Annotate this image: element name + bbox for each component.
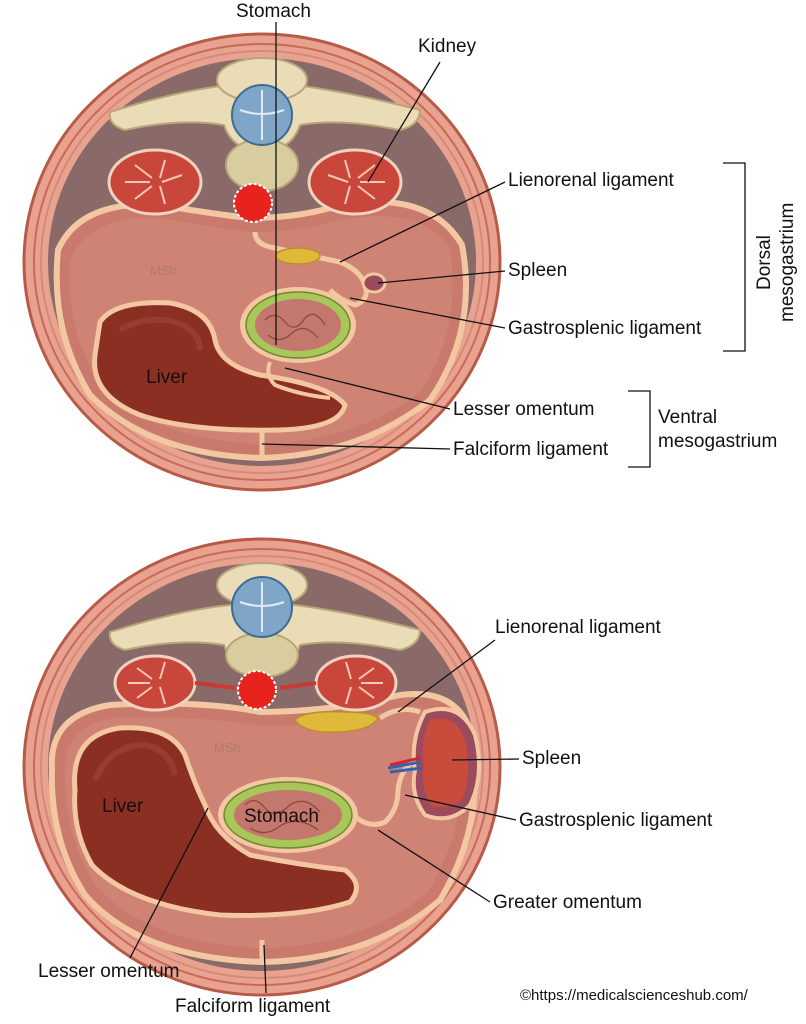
top-liver bbox=[92, 300, 348, 433]
bottom-kidney-right bbox=[314, 654, 398, 712]
bottom-spleen-label: Spleen bbox=[522, 748, 581, 769]
top-vertebra bbox=[108, 57, 422, 192]
top-kidney-label: Kidney bbox=[418, 36, 477, 57]
bottom-stomach-label: Stomach bbox=[244, 806, 319, 827]
top-kidney-left bbox=[107, 148, 203, 216]
credit-text: ©https://medicalscienceshub.com/ bbox=[520, 987, 749, 1004]
top-pancreas bbox=[275, 247, 321, 265]
bottom-pancreas bbox=[294, 710, 379, 733]
bottom-stomach bbox=[218, 777, 358, 853]
ventral-bracket bbox=[628, 390, 651, 468]
top-gastrosplenic-label: Gastrosplenic ligament bbox=[508, 318, 702, 339]
top-lienorenal-label: Lienorenal ligament bbox=[508, 170, 675, 191]
top-spleen bbox=[361, 272, 387, 294]
bottom-spleen bbox=[387, 706, 481, 821]
top-spleen-label: Spleen bbox=[508, 260, 567, 281]
bottom-lesser-omentum-label: Lesser omentum bbox=[38, 961, 180, 982]
top-lesser-omentum-label: Lesser omentum bbox=[453, 399, 595, 420]
bottom-aorta bbox=[237, 670, 277, 710]
top-stomach-label: Stomach bbox=[236, 1, 311, 22]
bottom-vertebra bbox=[108, 562, 422, 678]
bottom-gastrosplenic-label: Gastrosplenic ligament bbox=[519, 810, 713, 831]
bottom-cross-section: MSh Liver Stomach bbox=[22, 537, 502, 997]
top-annotations: Stomach Kidney Lienorenal ligament Splee… bbox=[236, 1, 798, 468]
bottom-msh-label: MSh bbox=[214, 740, 241, 755]
top-liver-label: Liver bbox=[146, 367, 188, 388]
ventral-label-line2: mesogastrium bbox=[658, 431, 777, 452]
dorsal-bracket bbox=[723, 162, 746, 352]
bottom-lienorenal-label: Lienorenal ligament bbox=[495, 617, 662, 638]
bottom-liver-label: Liver bbox=[102, 796, 144, 817]
top-kidney-right bbox=[307, 148, 403, 216]
dorsal-label-line2: mesogastrium bbox=[777, 203, 798, 322]
bottom-greater-omentum-label: Greater omentum bbox=[493, 892, 642, 913]
top-msh-label: MSh bbox=[150, 263, 177, 278]
dorsal-label-line1: Dorsal bbox=[754, 235, 775, 290]
top-falciform-label: Falciform ligament bbox=[453, 439, 609, 460]
bottom-falciform-label: Falciform ligament bbox=[175, 996, 331, 1017]
bottom-annotations: Lienorenal ligament Spleen Gastrosplenic… bbox=[38, 617, 713, 1017]
top-cross-section: MSh Liver bbox=[22, 32, 502, 492]
top-stomach bbox=[240, 287, 356, 363]
bottom-liver bbox=[72, 725, 359, 918]
ventral-label-line1: Ventral bbox=[658, 407, 717, 428]
top-aorta bbox=[233, 183, 273, 223]
bottom-kidney-left bbox=[113, 654, 197, 712]
